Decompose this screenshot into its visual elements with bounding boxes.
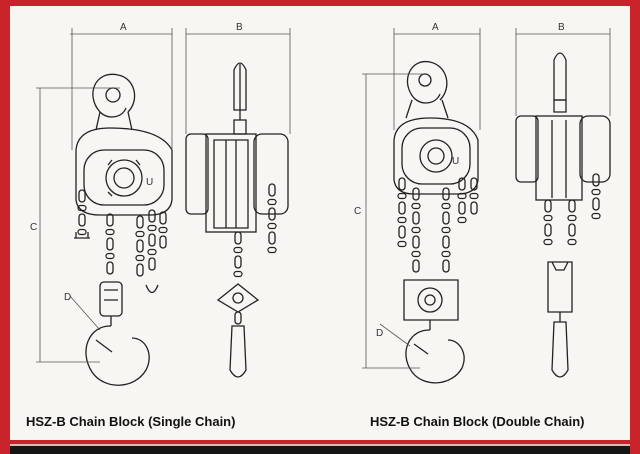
double-load-chain-a	[411, 187, 421, 273]
double-front-view: U	[393, 61, 479, 384]
dim-label-a-double: A	[432, 22, 439, 33]
double-dimensions	[362, 28, 481, 369]
dim-label-a-single: A	[120, 22, 127, 33]
double-left-chain	[397, 177, 407, 248]
single-dimensions	[36, 28, 173, 363]
double-side-view	[515, 52, 611, 378]
dim-label-b-double: B	[558, 22, 565, 33]
dim-label-b-single: B	[236, 22, 243, 33]
dim-label-d-double: D	[376, 328, 383, 339]
double-right-chains	[457, 177, 479, 224]
dim-label-c-double: C	[354, 206, 361, 217]
caption-single-chain: HSZ-B Chain Block (Single Chain)	[26, 414, 236, 429]
side-chain-right	[267, 183, 277, 254]
double-load-chain-b	[441, 187, 451, 273]
dim-label-d-single: D	[64, 292, 71, 303]
single-front-view: U	[74, 73, 173, 386]
caption-double-chain: HSZ-B Chain Block (Double Chain)	[370, 414, 585, 429]
hand-chain-right	[135, 209, 168, 277]
double-side-dimensions	[515, 28, 611, 116]
dim-label-c-single: C	[30, 222, 37, 233]
bottom-bar	[10, 444, 630, 454]
svg-text:U: U	[146, 177, 153, 188]
single-side-dimensions	[185, 28, 291, 134]
svg-text:U: U	[452, 156, 459, 167]
single-side-view	[185, 62, 289, 378]
load-chain-single	[105, 213, 115, 275]
side-load-chain	[233, 231, 243, 278]
